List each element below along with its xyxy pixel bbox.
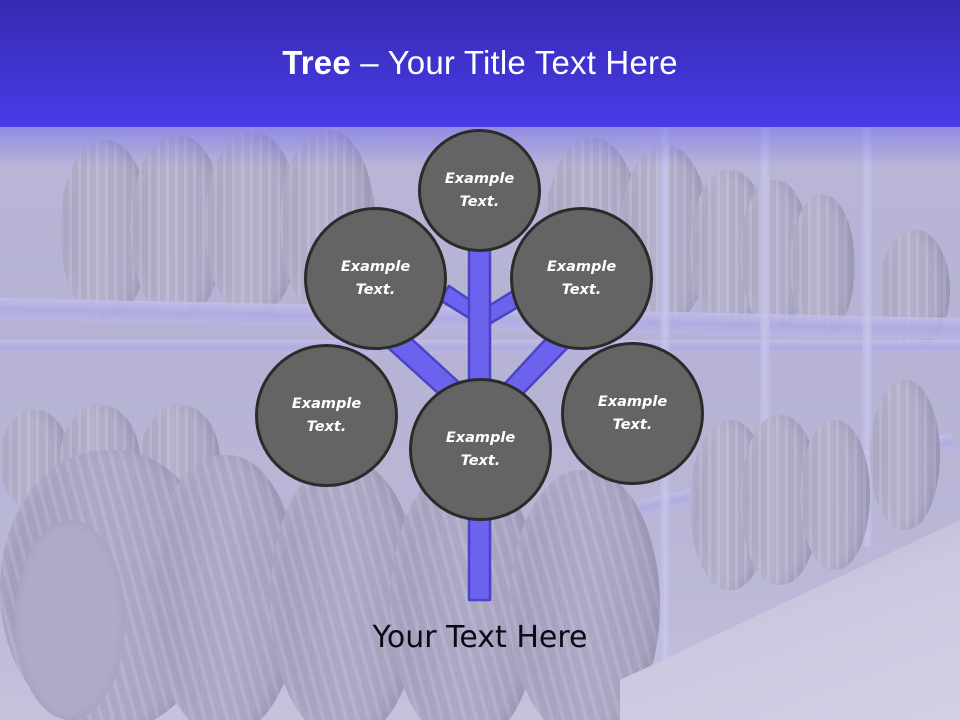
node-line2: Text. (306, 418, 347, 435)
tree-node-upper-right[interactable]: Example Text. (510, 207, 653, 350)
tree-node-lower-right[interactable]: Example Text. (561, 342, 704, 485)
node-line1: Example (340, 258, 411, 275)
node-line2: Text. (561, 281, 602, 298)
slide-title[interactable]: Tree – Your Title Text Here (282, 44, 678, 82)
node-line1: Example (597, 393, 668, 410)
node-line2: Text. (460, 452, 501, 469)
node-line1: Example (291, 395, 362, 412)
node-line2: Text. (355, 281, 396, 298)
tree-node-upper-left[interactable]: Example Text. (304, 207, 447, 350)
tree-node-center[interactable]: Example Text. (409, 378, 552, 521)
tree-node-top[interactable]: Example Text. (418, 129, 541, 252)
title-rest: – Your Title Text Here (350, 43, 678, 81)
footer-text[interactable]: Your Text Here (372, 620, 588, 655)
node-line2: Text. (612, 416, 653, 433)
node-line1: Example (445, 429, 516, 446)
node-line2: Text. (459, 193, 500, 210)
title-bar: Tree – Your Title Text Here (0, 0, 960, 127)
title-bold: Tree (282, 43, 351, 81)
tree-node-lower-left[interactable]: Example Text. (255, 344, 398, 487)
node-line1: Example (444, 170, 515, 187)
node-line1: Example (546, 258, 617, 275)
